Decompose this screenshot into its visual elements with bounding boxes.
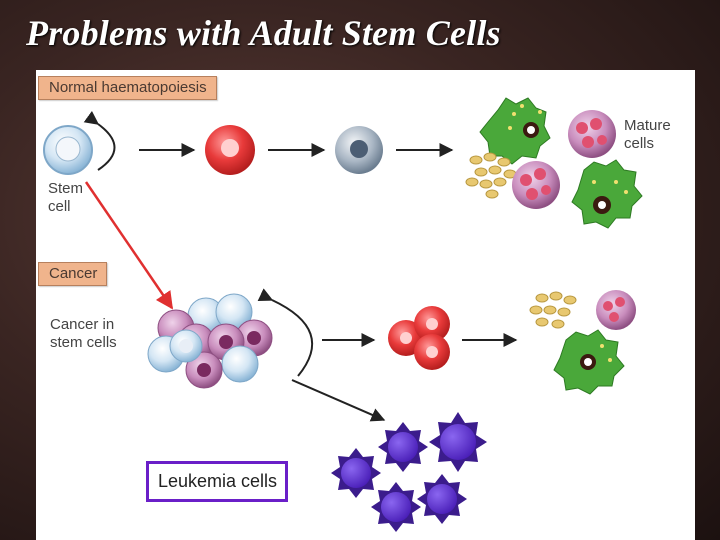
cancer-self-renew-arrow (257, 288, 314, 377)
progenitor-grey-cell (335, 126, 383, 174)
green-granulocyte-3 (553, 329, 625, 395)
slide-title: Problems with Adult Stem Cells (26, 13, 501, 53)
mauve-cell-3 (596, 290, 636, 330)
mature-cells-label: Mature cells (624, 117, 671, 152)
leukemia-cell (417, 474, 467, 524)
leukemia-arrow (291, 379, 386, 422)
stem-cell (43, 125, 93, 175)
progenitor-red-cell (205, 125, 255, 175)
mauve-cell-2 (512, 161, 560, 209)
green-granulocyte-1 (479, 97, 551, 165)
leukemia-cell (378, 422, 428, 472)
diagram-canvas (43, 97, 643, 532)
stem-cell-label: Stem cell (48, 180, 84, 215)
cancer-label: Cancer (38, 262, 108, 286)
normal-haematopoiesis-label: Normal haematopoiesis (38, 76, 217, 100)
platelets (465, 152, 517, 199)
self-renew-arrow (83, 110, 116, 171)
cancer-in-stem-cells-label: Cancer in stem cells (50, 316, 117, 351)
leukemia-cells-label: Leukemia cells (146, 461, 289, 502)
green-granulocyte-2 (571, 159, 643, 229)
cancer-stem-cell-cluster (147, 293, 273, 389)
leukemia-cell (331, 448, 381, 498)
diagram-figure: Normal haematopoiesis Stem cell Mature c… (36, 70, 695, 540)
leukemia-cell (371, 482, 421, 532)
leukemia-cell (429, 412, 487, 472)
red-cell-cluster (388, 306, 450, 370)
cancer-transform-arrow (84, 181, 174, 310)
mauve-cell-1 (568, 110, 616, 158)
leukemia-cell-cluster (331, 412, 487, 532)
platelets-2 (529, 291, 577, 329)
